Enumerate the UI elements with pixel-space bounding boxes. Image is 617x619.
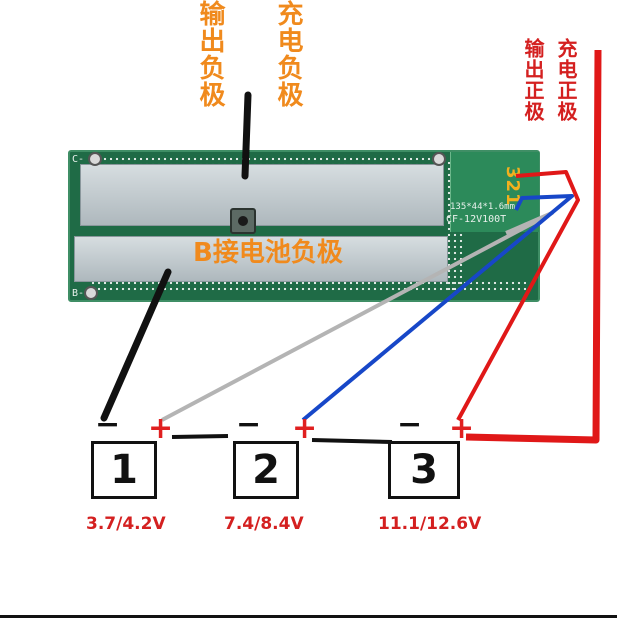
cell-3-plus-sign: + xyxy=(449,411,475,446)
pcb-heatsink-top xyxy=(80,164,444,226)
cell-2-minus-sign: − xyxy=(236,407,262,442)
cell-2-voltage: 7.4/8.4V xyxy=(224,514,304,534)
cell-1-minus-sign: − xyxy=(95,407,121,442)
label-output-negative: 输出负极 xyxy=(195,0,225,108)
pcb-silk-c-minus: C- xyxy=(72,154,85,165)
label-charge-positive: 充电正极 xyxy=(554,38,578,122)
bottom-divider xyxy=(0,615,617,618)
screw-icon xyxy=(432,152,446,166)
pcb-center-nut xyxy=(230,208,256,234)
bms-pcb-board: C- B- 135*44*1.6mm CF-12V100T 321 xyxy=(68,150,540,302)
pcb-silk-model: CF-12V100T xyxy=(446,214,507,225)
pcb-solder-dots xyxy=(90,156,440,164)
label-b-battery-negative: B接电池负极 xyxy=(193,238,343,268)
pcb-silk-b-minus: B- xyxy=(72,288,85,299)
screw-icon xyxy=(88,152,102,166)
cell-3-voltage: 11.1/12.6V xyxy=(378,514,482,534)
battery-cell-1: 1 xyxy=(91,441,157,499)
battery-cell-2: 2 xyxy=(233,441,299,499)
screw-icon xyxy=(84,286,98,300)
battery-cell-3: 3 xyxy=(388,441,460,499)
pcb-solder-dots xyxy=(90,280,530,292)
pcb-connector-digits: 321 xyxy=(502,166,523,207)
label-output-positive: 输出正极 xyxy=(521,38,545,122)
cell-1-plus-sign: + xyxy=(148,411,174,446)
wire-series-1-2 xyxy=(171,434,229,439)
label-charge-negative: 充电负极 xyxy=(273,0,303,108)
cell-1-voltage: 3.7/4.2V xyxy=(86,514,166,534)
cell-2-plus-sign: + xyxy=(292,411,318,446)
wire-series-2-3 xyxy=(311,438,393,444)
cell-3-minus-sign: − xyxy=(397,407,423,442)
